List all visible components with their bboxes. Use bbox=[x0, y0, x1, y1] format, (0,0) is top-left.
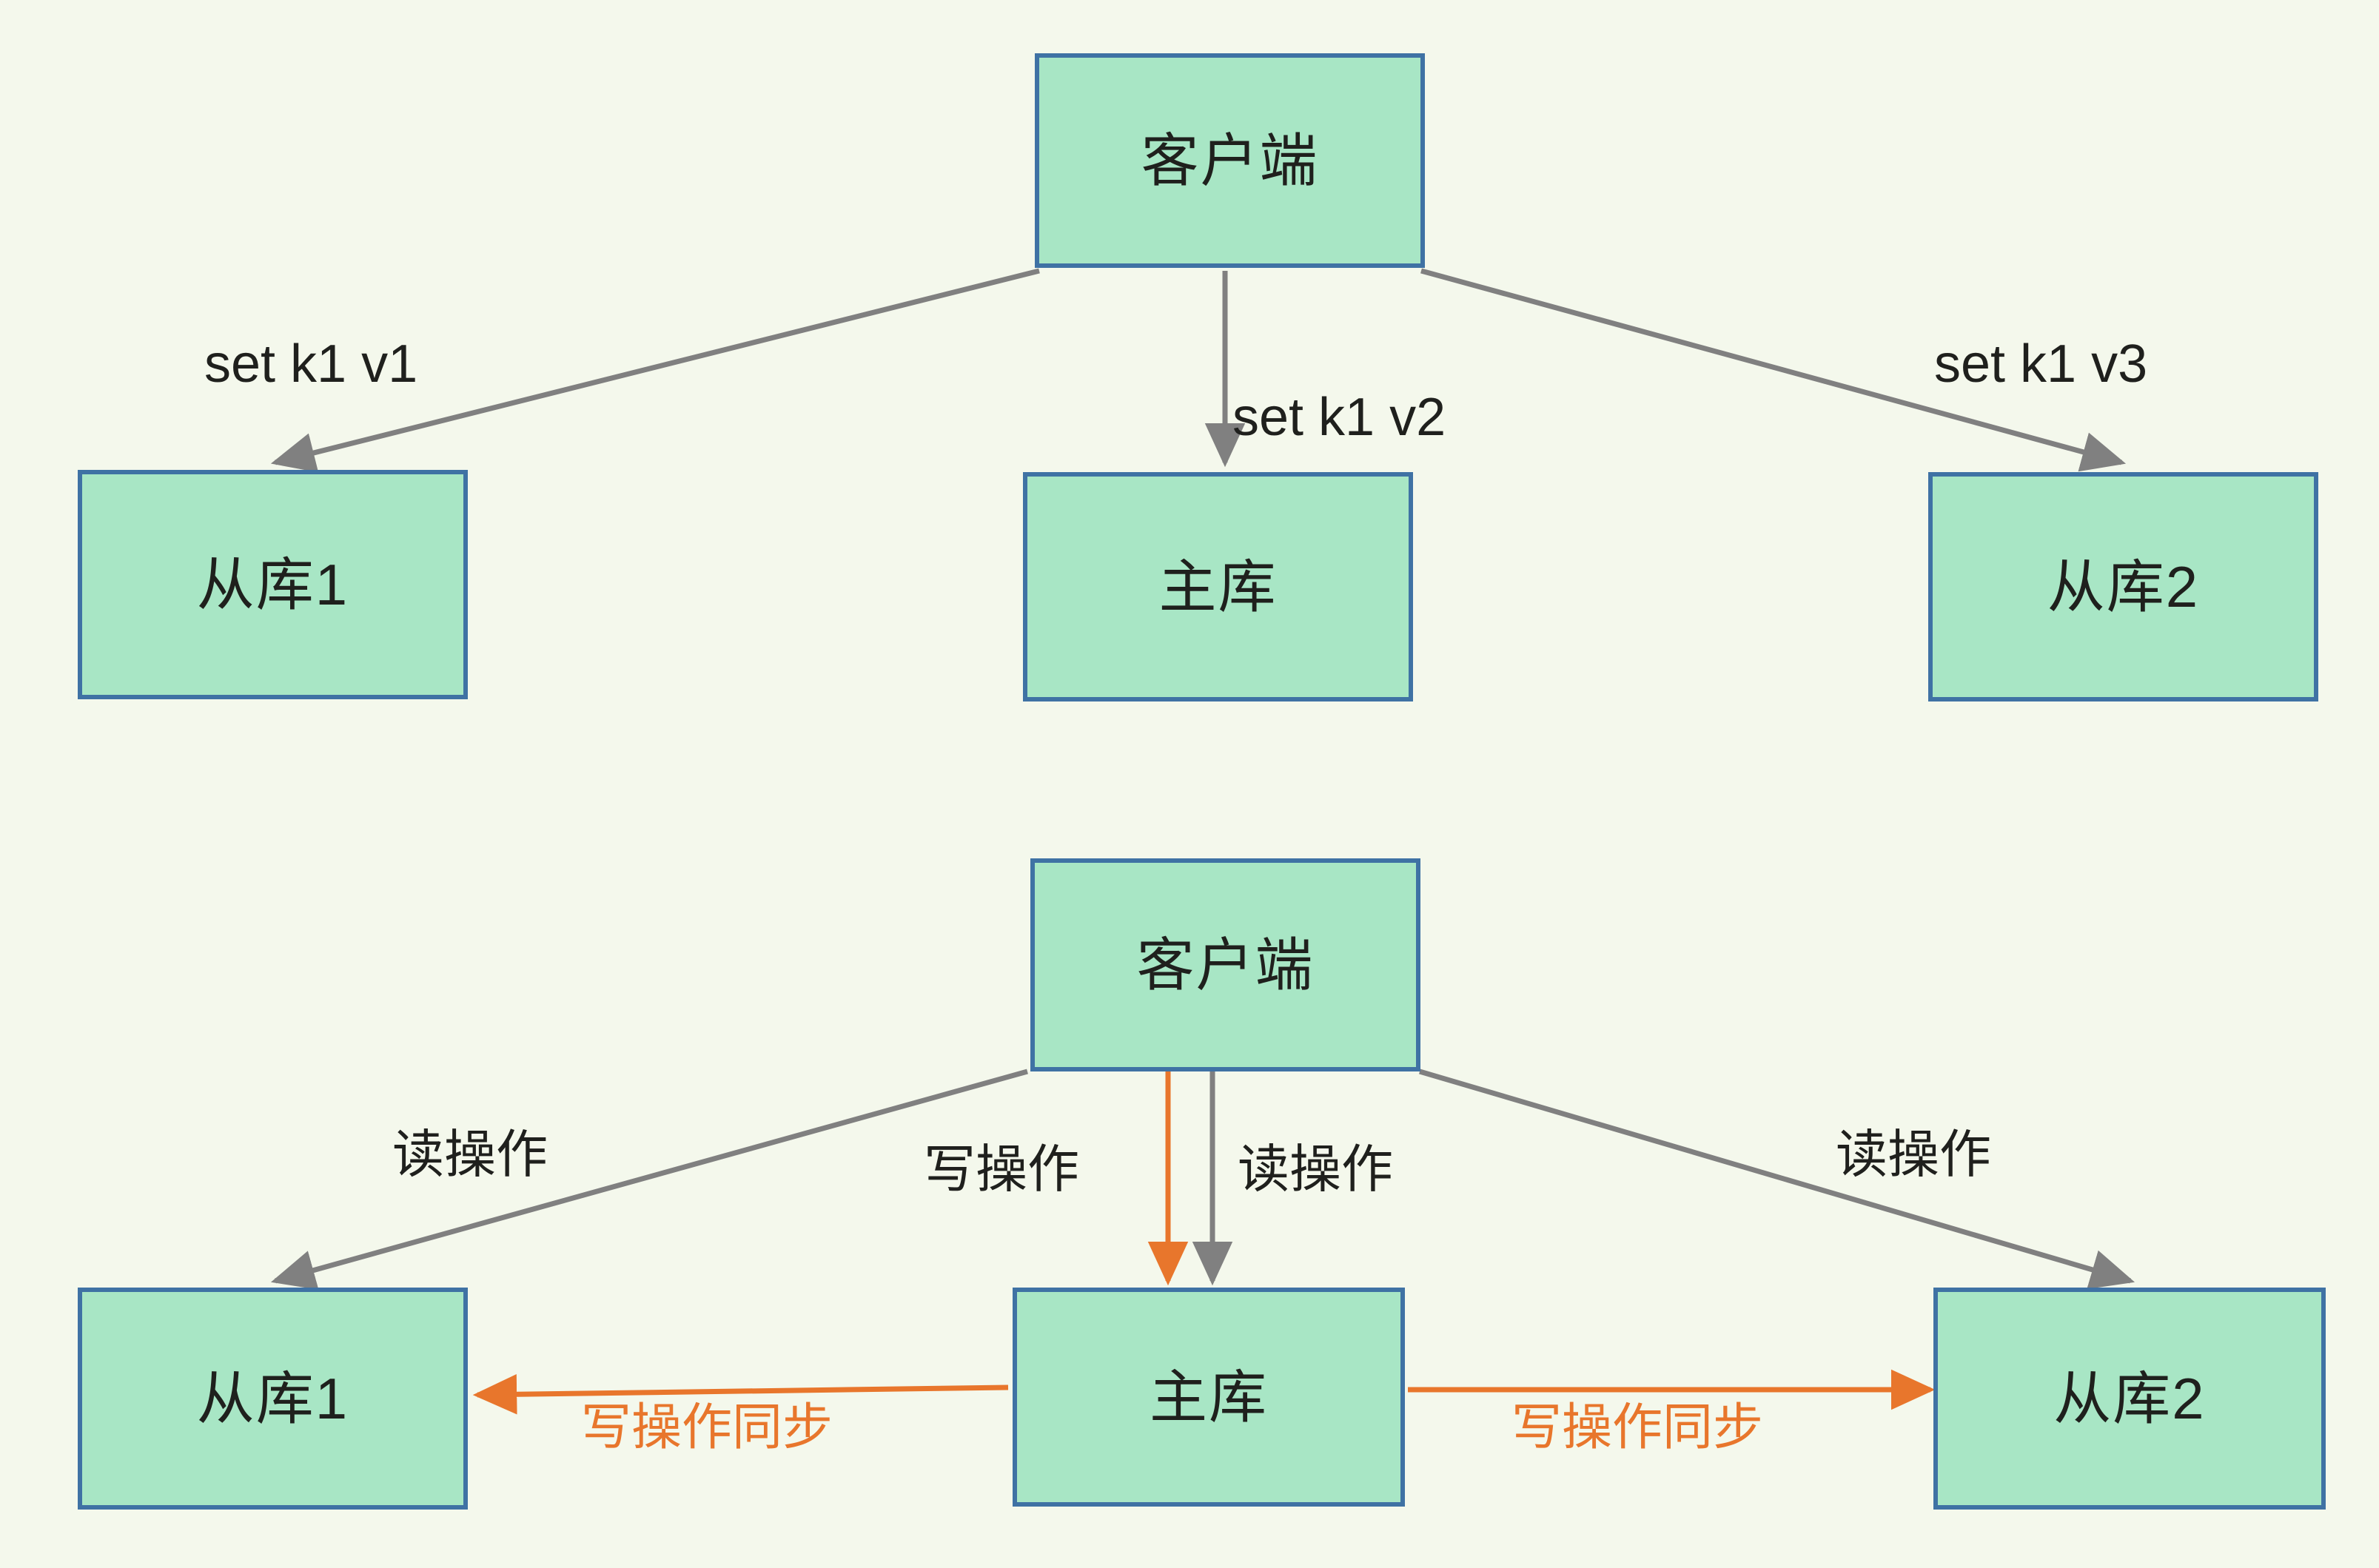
node-master-bottom-label: 主库 bbox=[1149, 1365, 1268, 1430]
node-slave2-top[interactable]: 从库2 bbox=[1928, 472, 2318, 701]
node-slave2-top-label: 从库2 bbox=[2047, 554, 2200, 619]
edge-label-sync-master-to-slave2: 写操作同步 bbox=[1511, 1399, 1764, 1456]
node-client-bottom[interactable]: 客户端 bbox=[1030, 858, 1420, 1071]
node-master-top-label: 主库 bbox=[1158, 554, 1278, 619]
node-slave1-top-label: 从库1 bbox=[196, 552, 349, 617]
node-slave1-bottom-label: 从库1 bbox=[196, 1366, 349, 1431]
edge-label-write-master: 写操作 bbox=[924, 1140, 1079, 1198]
node-slave2-bottom-label: 从库2 bbox=[2053, 1366, 2206, 1431]
edge-label-read-slave2: 读操作 bbox=[1836, 1125, 1991, 1183]
node-slave1-bottom[interactable]: 从库1 bbox=[78, 1288, 468, 1510]
edge-read-slave1 bbox=[270, 1069, 1028, 1291]
node-slave2-bottom[interactable]: 从库2 bbox=[1933, 1288, 2326, 1510]
edge-label-read-slave1: 读操作 bbox=[392, 1125, 548, 1183]
edge-sync-master-to-slave1 bbox=[472, 1373, 1009, 1415]
node-master-top[interactable]: 主库 bbox=[1023, 472, 1413, 701]
edge-client-to-slave2 bbox=[1420, 268, 2127, 472]
node-slave1-top[interactable]: 从库1 bbox=[78, 470, 468, 699]
edge-label-read-master: 读操作 bbox=[1238, 1140, 1393, 1198]
node-client-top[interactable]: 客户端 bbox=[1035, 53, 1425, 268]
node-client-bottom-label: 客户端 bbox=[1136, 932, 1315, 997]
edge-label-client-to-master: set k1 v2 bbox=[1232, 388, 1446, 447]
node-client-top-label: 客户端 bbox=[1141, 128, 1319, 193]
edge-label-client-to-slave2: set k1 v3 bbox=[1934, 334, 2148, 394]
edge-read-slave2 bbox=[1419, 1069, 2135, 1290]
edge-client-to-slave1 bbox=[270, 268, 1040, 473]
node-master-bottom[interactable]: 主库 bbox=[1013, 1288, 1405, 1507]
edge-label-client-to-slave1: set k1 v1 bbox=[204, 334, 418, 394]
edge-label-sync-master-to-slave1: 写操作同步 bbox=[581, 1399, 833, 1456]
